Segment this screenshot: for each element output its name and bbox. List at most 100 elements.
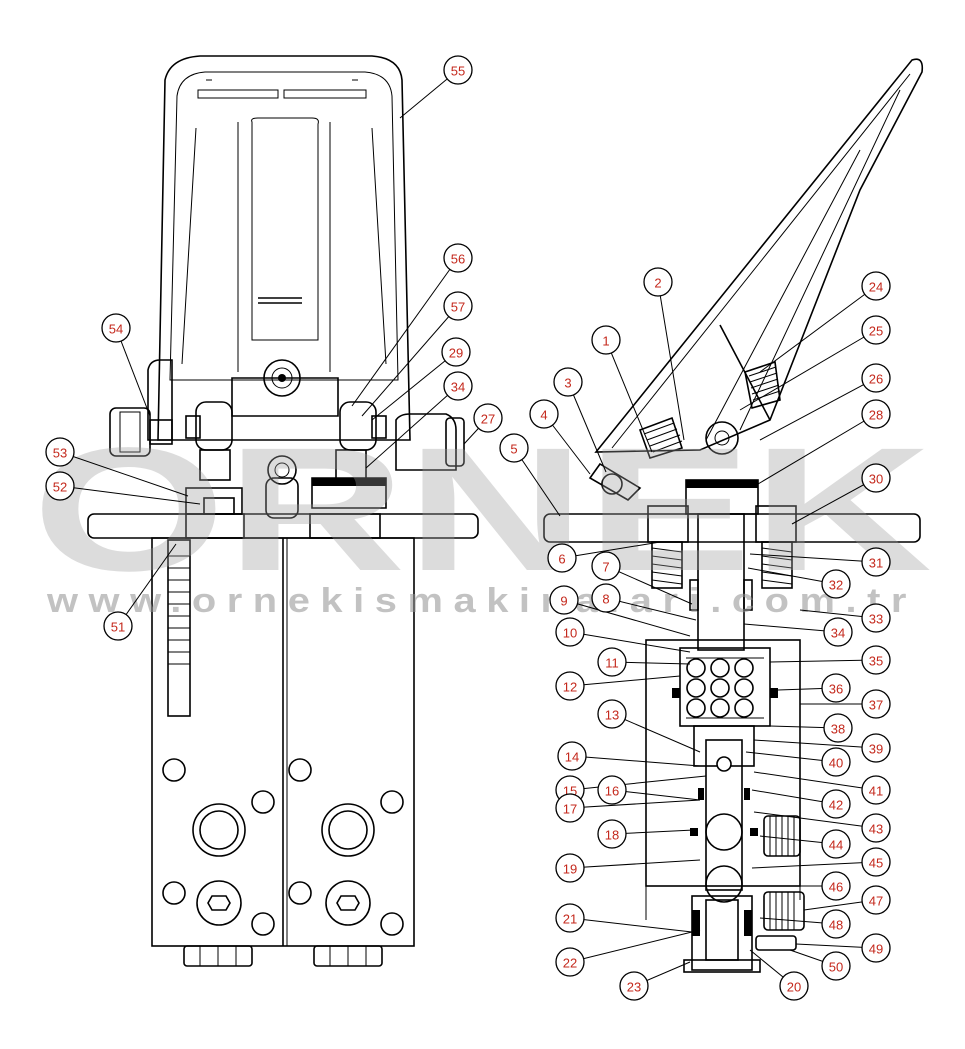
callout-label: 57 <box>451 300 465 315</box>
callout-28: 28 <box>861 399 891 429</box>
callout-label: 1 <box>602 334 609 349</box>
callout-11: 11 <box>597 647 627 677</box>
callout-circle <box>823 617 853 647</box>
callout-label: 50 <box>829 960 843 975</box>
callout-38: 38 <box>823 713 853 743</box>
callout-label: 41 <box>869 784 883 799</box>
leader-line-45 <box>751 861 877 869</box>
callout-label: 5 <box>510 442 517 457</box>
callout-label: 39 <box>869 742 883 757</box>
callout-label: 43 <box>869 822 883 837</box>
leader-line-57 <box>361 305 459 417</box>
leader-line-53 <box>59 451 189 497</box>
callout-7: 7 <box>591 551 621 581</box>
callout-circle <box>443 291 473 321</box>
callout-label: 51 <box>111 620 125 635</box>
callout-32: 32 <box>821 569 851 599</box>
callout-48: 48 <box>821 909 851 939</box>
callout-circle <box>779 971 809 1001</box>
callout-circle <box>591 325 621 355</box>
callout-49: 49 <box>861 933 891 963</box>
callout-34L: 34 <box>443 371 473 401</box>
leader-line-43 <box>753 811 877 829</box>
callout-label: 53 <box>53 446 67 461</box>
callout-circle <box>861 885 891 915</box>
callout-label: 47 <box>869 894 883 909</box>
callout-13: 13 <box>597 699 627 729</box>
callout-circle <box>861 463 891 493</box>
callout-label: 14 <box>565 750 579 765</box>
callout-circle <box>591 583 621 613</box>
callout-4: 4 <box>529 399 559 429</box>
callout-9: 9 <box>549 585 579 615</box>
callout-circle <box>861 813 891 843</box>
leader-line-54 <box>115 327 151 417</box>
callout-circle <box>861 603 891 633</box>
callout-46: 46 <box>821 871 851 901</box>
callout-circle <box>861 271 891 301</box>
callout-26: 26 <box>861 363 891 393</box>
callout-1: 1 <box>591 325 621 355</box>
callout-circle <box>529 399 559 429</box>
callout-circle <box>557 741 587 771</box>
callout-circle <box>861 399 891 429</box>
callout-circle <box>45 471 75 501</box>
callout-circle <box>443 243 473 273</box>
leader-line-35 <box>769 659 877 663</box>
callout-57: 57 <box>443 291 473 321</box>
leader-line-3 <box>567 381 607 473</box>
callout-10: 10 <box>555 617 585 647</box>
callout-25: 25 <box>861 315 891 345</box>
callout-circle <box>823 713 853 743</box>
callout-5: 5 <box>499 433 529 463</box>
callout-label: 27 <box>481 412 495 427</box>
callout-circle <box>861 547 891 577</box>
leader-line-8 <box>605 597 697 621</box>
leader-line-10 <box>569 631 691 653</box>
callout-label: 31 <box>869 556 883 571</box>
callout-16: 16 <box>597 775 627 805</box>
callout-6: 6 <box>547 543 577 573</box>
right-section-view <box>543 58 924 973</box>
leader-line-29 <box>371 351 457 421</box>
leader-line-28 <box>757 413 877 485</box>
leader-line-22 <box>569 929 701 963</box>
callout-circle <box>643 267 673 297</box>
callout-55: 55 <box>443 55 473 85</box>
callout-circle <box>821 829 851 859</box>
callout-45: 45 <box>861 847 891 877</box>
leader-line-15 <box>569 775 707 791</box>
leader-line-56 <box>351 257 459 407</box>
callout-56: 56 <box>443 243 473 273</box>
leader-line-21 <box>569 917 693 933</box>
callout-53: 53 <box>45 437 75 467</box>
callout-circle <box>821 871 851 901</box>
callout-circle <box>103 611 133 641</box>
callout-label: 35 <box>869 654 883 669</box>
callout-label: 11 <box>605 656 619 671</box>
callout-label: 46 <box>829 880 843 895</box>
callout-label: 40 <box>829 756 843 771</box>
callout-circle <box>821 569 851 599</box>
callout-circle <box>861 733 891 763</box>
leader-line-6 <box>561 541 661 559</box>
callout-circle <box>443 55 473 85</box>
callout-41: 41 <box>861 775 891 805</box>
callout-label: 33 <box>869 612 883 627</box>
callout-14: 14 <box>557 741 587 771</box>
callout-label: 8 <box>602 592 609 607</box>
callout-label: 23 <box>627 980 641 995</box>
callout-51: 51 <box>103 611 133 641</box>
callout-52: 52 <box>45 471 75 501</box>
callout-circle <box>861 933 891 963</box>
callout-label: 25 <box>869 324 883 339</box>
callout-label: 7 <box>602 560 609 575</box>
leader-line-7 <box>605 565 693 605</box>
callout-54: 54 <box>101 313 131 343</box>
callout-27: 27 <box>473 403 503 433</box>
leader-line-14 <box>571 755 701 767</box>
callout-circle <box>597 819 627 849</box>
callout-label: 32 <box>829 578 843 593</box>
callout-22: 22 <box>555 947 585 977</box>
